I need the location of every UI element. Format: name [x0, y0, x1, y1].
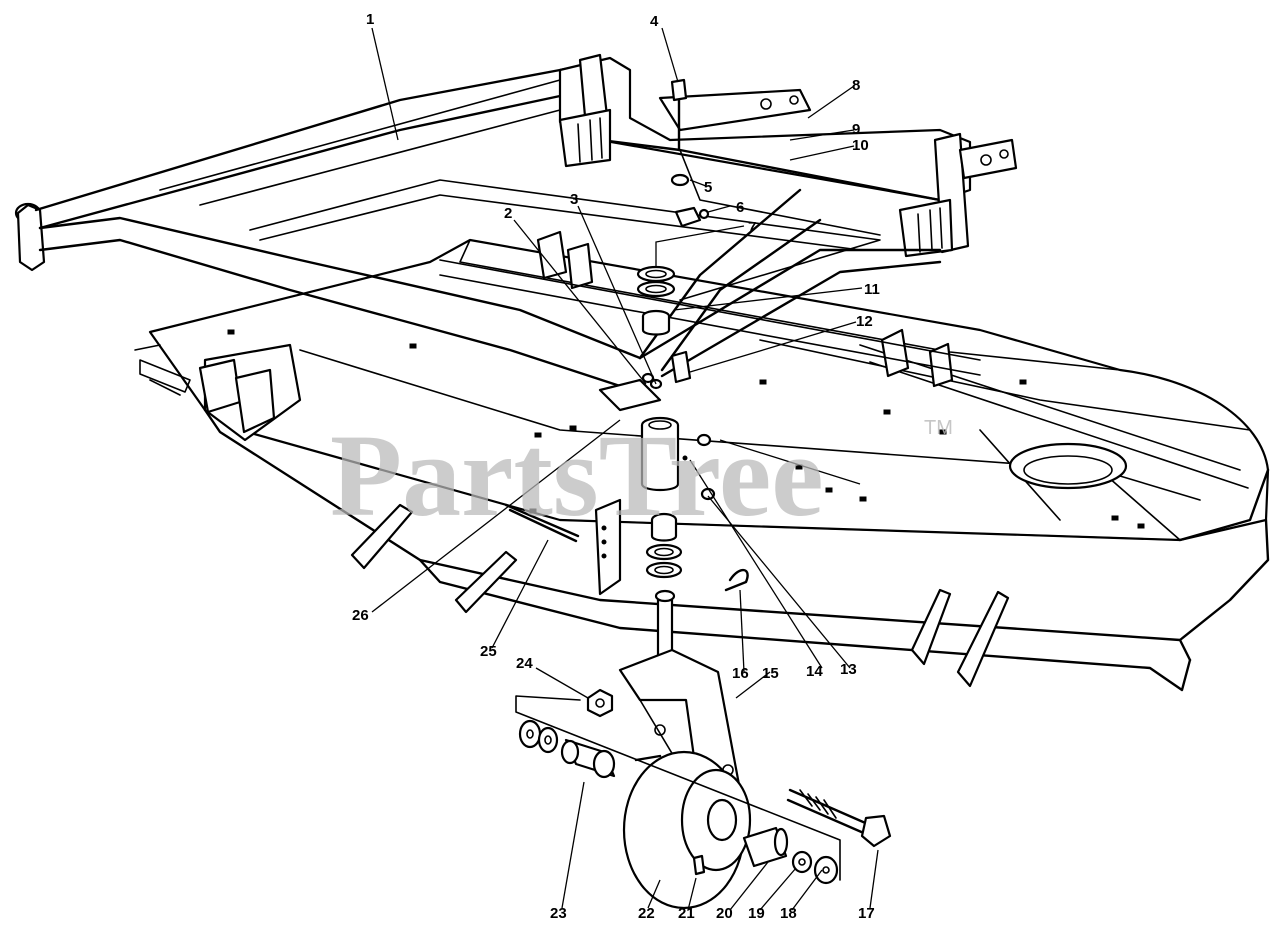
- callout-labels: 1 2 3 4 5 6 7 8 9 10 11 12 13 14 15 16 1…: [352, 11, 880, 922]
- callout-26: 26: [352, 607, 369, 624]
- callout-11: 11: [864, 281, 880, 298]
- callout-2: 2: [504, 205, 512, 222]
- callout-22: 22: [638, 905, 655, 922]
- watermark-text: PartsTree: [330, 410, 824, 541]
- callout-13: 13: [840, 661, 857, 678]
- callout-8: 8: [852, 77, 860, 94]
- leader-lines: [371, 27, 879, 911]
- callout-17: 17: [858, 905, 875, 922]
- callout-7: 7: [748, 219, 756, 236]
- callout-9: 9: [852, 121, 860, 138]
- mower-deck: [134, 230, 1270, 692]
- callout-15: 15: [762, 665, 779, 682]
- callout-10: 10: [852, 137, 869, 154]
- caster-wheel-assembly: [515, 648, 892, 910]
- callout-23: 23: [550, 905, 567, 922]
- callout-18: 18: [780, 905, 797, 922]
- callout-14: 14: [806, 663, 823, 680]
- callout-3: 3: [570, 191, 578, 208]
- callout-19: 19: [748, 905, 765, 922]
- callout-1: 1: [366, 11, 374, 28]
- watermark: PartsTree TM: [330, 410, 953, 541]
- watermark-trademark: TM: [924, 417, 953, 439]
- callout-20: 20: [716, 905, 733, 922]
- callout-4: 4: [650, 13, 659, 30]
- callout-25: 25: [480, 643, 497, 660]
- callout-5: 5: [704, 179, 712, 196]
- callout-21: 21: [678, 905, 695, 922]
- callout-12: 12: [856, 313, 873, 330]
- frame-assembly: [14, 53, 1018, 412]
- callout-24: 24: [516, 655, 533, 672]
- callout-16: 16: [732, 665, 749, 682]
- caster-pivot-assembly: [504, 78, 749, 672]
- callout-6: 6: [736, 199, 744, 216]
